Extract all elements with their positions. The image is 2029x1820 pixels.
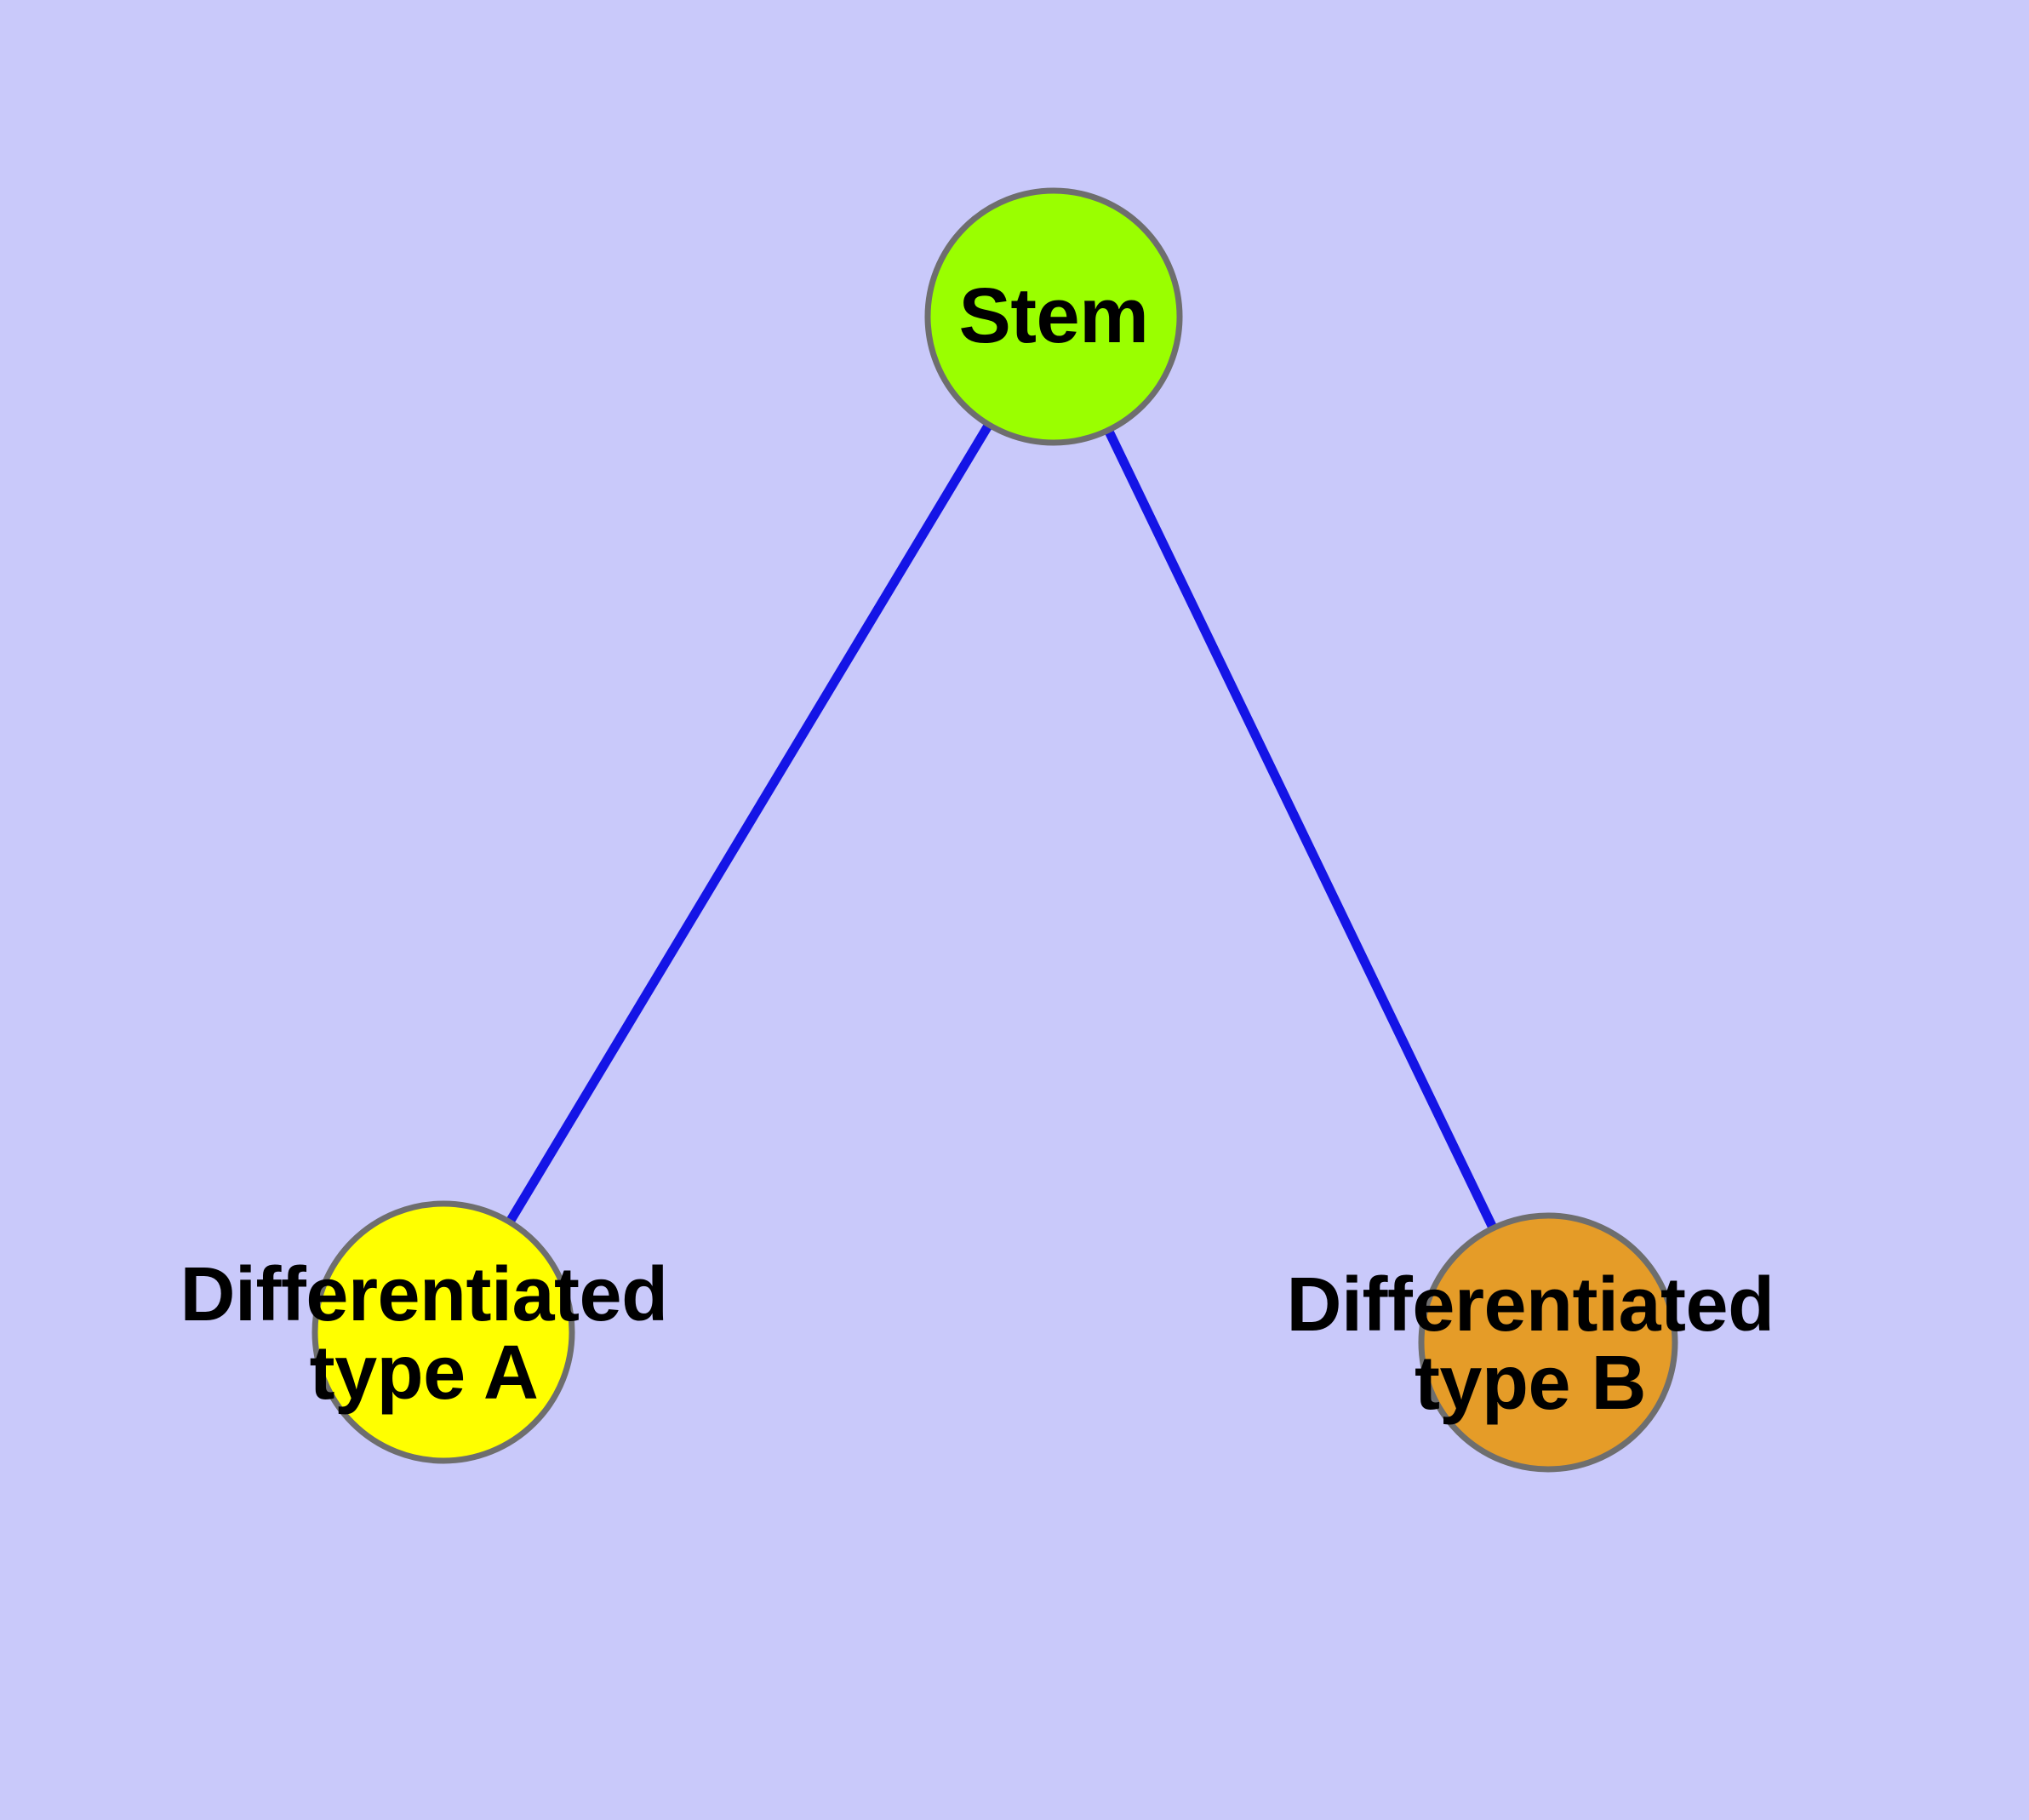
graph-edge-stem-to-a[interactable] [439,314,1058,1335]
graph-node-diff-a[interactable] [311,1200,575,1464]
graph-edge-stem-to-b[interactable] [1049,314,1552,1345]
edge-layer [439,314,1552,1345]
node-layer [311,187,1678,1473]
graph-node-stem[interactable] [924,187,1183,446]
graph-node-diff-b[interactable] [1418,1212,1678,1473]
